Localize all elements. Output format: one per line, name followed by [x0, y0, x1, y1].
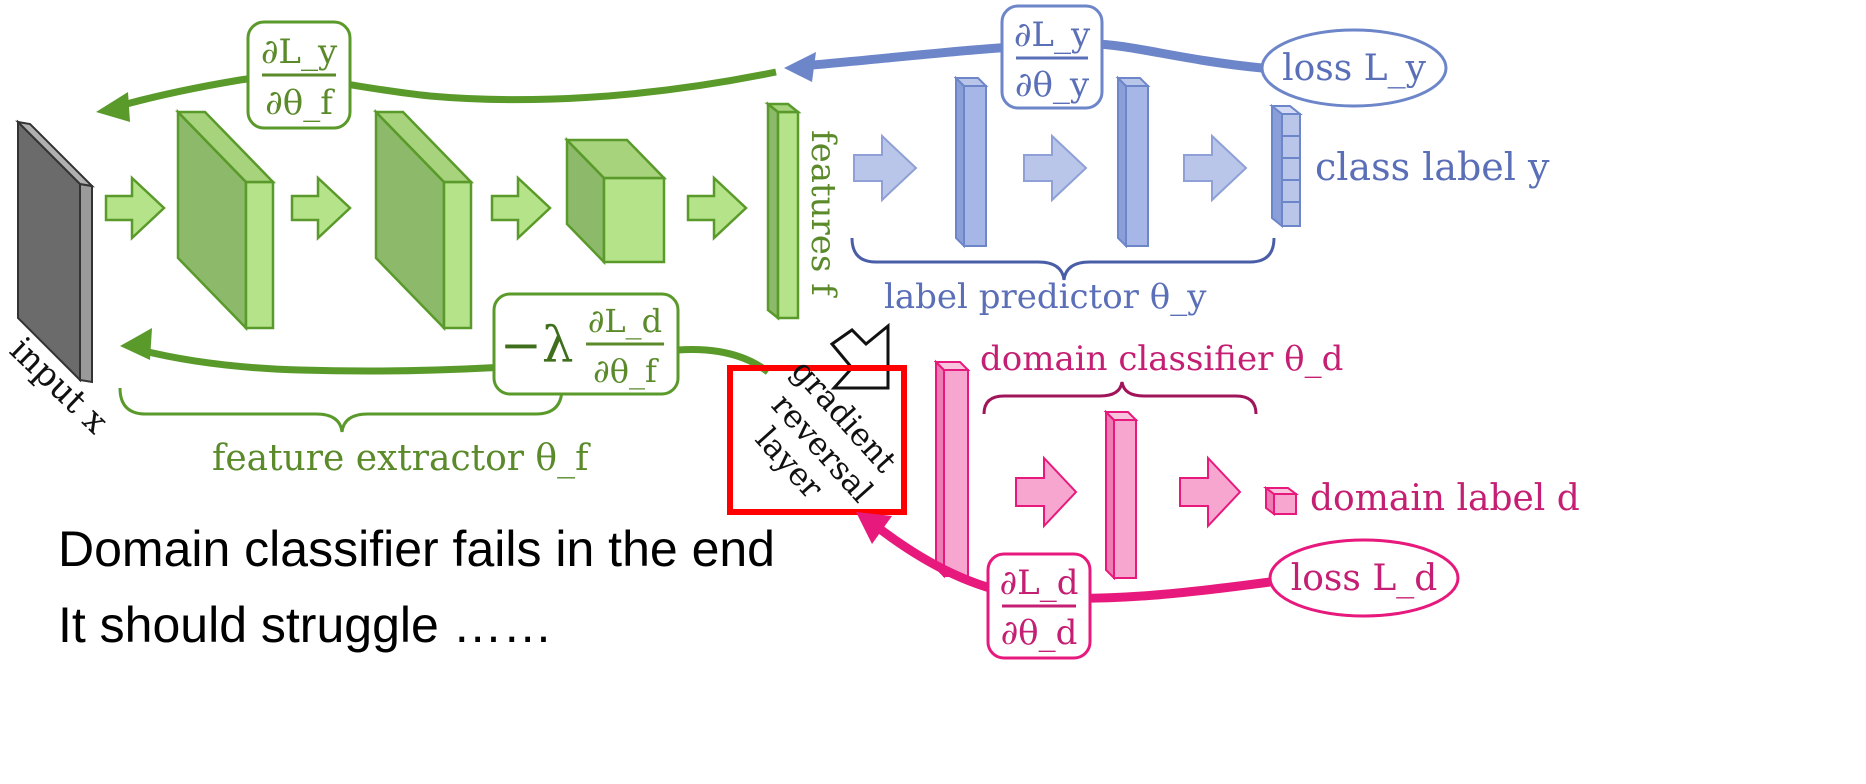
caption-line-1: Domain classifier fails in the end — [58, 521, 775, 577]
domain-classifier-brace — [982, 381, 1258, 415]
conv-layer-2 — [373, 108, 474, 332]
label-predictor-brace — [850, 237, 1276, 281]
grl-input-arrow — [829, 322, 890, 390]
class-label: class label y — [1315, 145, 1550, 189]
label-predictor-label: label predictor θ_y — [884, 277, 1207, 317]
grad-y-arrowhead-blue — [784, 52, 816, 82]
grad-d-arrow-green — [139, 345, 771, 375]
feature-extractor-label: feature extractor θ_f — [212, 438, 591, 479]
grad-y-arrowhead-green — [96, 92, 130, 122]
grad-y-f-den: ∂θ_f — [265, 83, 335, 123]
dc-layer-2 — [1103, 409, 1139, 581]
arrow-lp-1 — [853, 133, 918, 203]
grad-d-arrowhead-pink — [856, 512, 892, 544]
conv-layer-1 — [175, 108, 276, 332]
features-layer — [764, 101, 802, 321]
grad-y-arrow-green — [111, 68, 777, 112]
arrow-fe-2 — [290, 175, 352, 241]
loss-y-label: loss L_y — [1282, 48, 1426, 89]
feature-extractor — [104, 101, 802, 332]
grad-d-f-prefix: −λ — [500, 316, 574, 374]
arrow-fe-1 — [104, 175, 166, 241]
grl-highlight-box — [727, 365, 907, 515]
loss-d-ellipse — [1268, 538, 1460, 618]
feature-extractor-brace — [118, 387, 564, 433]
dc-layer-1 — [933, 359, 971, 579]
class-output — [1269, 103, 1303, 229]
arrow-dc-2 — [1179, 455, 1242, 529]
domain-output — [1263, 486, 1299, 516]
lp-layer-1 — [953, 75, 989, 249]
features-label: features f — [803, 130, 843, 298]
grad-y-f-num: ∂L_y — [261, 32, 338, 72]
grad-y-y-den: ∂θ_y — [1015, 65, 1090, 105]
arrow-lp-3 — [1183, 133, 1248, 203]
label-predictor — [853, 75, 1303, 249]
loss-d-label: loss L_d — [1291, 558, 1438, 599]
grad-d-d-den: ∂θ_d — [1001, 613, 1078, 653]
grad-d-f-den: ∂θ_f — [593, 352, 659, 390]
input-block — [15, 119, 95, 384]
domain-classifier — [933, 359, 1299, 581]
grad-d-arrowhead-green — [120, 328, 152, 360]
arrow-fe-4 — [686, 175, 748, 241]
arrow-lp-2 — [1023, 133, 1088, 203]
grad-y-y-num: ∂L_y — [1014, 15, 1091, 55]
caption-line-2: It should struggle …… — [58, 597, 553, 653]
arrow-dc-1 — [1015, 455, 1078, 529]
lp-layer-2 — [1115, 75, 1151, 249]
domain-classifier-label: domain classifier θ_d — [980, 339, 1343, 379]
arrow-fe-3 — [490, 175, 552, 241]
grad-d-f-num: ∂L_d — [588, 302, 662, 340]
domain-label: domain label d — [1310, 478, 1580, 519]
grad-d-d-num: ∂L_d — [1000, 563, 1079, 603]
conv-layer-3 — [564, 136, 667, 266]
